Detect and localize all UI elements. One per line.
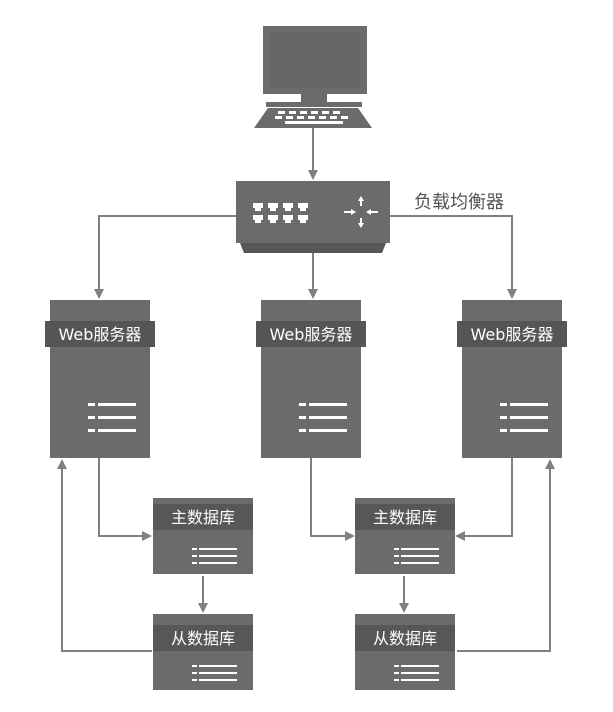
arrow-web-left-to-master-left <box>98 458 152 541</box>
load-balancer <box>236 181 390 253</box>
load-balancer-label: 负载均衡器 <box>414 192 504 213</box>
slave-database: 从数据库 <box>355 614 455 690</box>
arrow-slave-left-to-web-left <box>57 459 152 652</box>
list-icon <box>394 665 439 681</box>
list-icon <box>192 548 237 564</box>
computer-icon <box>254 26 372 128</box>
database-label: 主数据库 <box>373 508 437 527</box>
list-icon <box>394 548 439 564</box>
database-label: 从数据库 <box>373 629 437 648</box>
master-database: 主数据库 <box>153 498 253 574</box>
list-icon <box>299 403 347 432</box>
routing-arrows-icon <box>344 196 378 228</box>
web-server: Web服务器 <box>457 300 567 458</box>
arrow-slave-right-to-web-right <box>457 459 555 652</box>
web-server-label: Web服务器 <box>471 325 554 344</box>
web-server: Web服务器 <box>45 300 155 458</box>
master-database: 主数据库 <box>355 498 455 574</box>
list-icon <box>192 665 237 681</box>
web-server-label: Web服务器 <box>270 325 353 344</box>
arrow-balancer-to-web-left <box>94 215 236 299</box>
ethernet-ports-icon <box>253 203 308 223</box>
database-label: 主数据库 <box>171 508 235 527</box>
arrow-web-center-to-master-left <box>310 458 355 541</box>
list-icon <box>88 403 136 432</box>
arrow-web-right-to-master-right <box>455 458 513 541</box>
connectors <box>57 128 555 652</box>
web-server-label: Web服务器 <box>59 325 142 344</box>
web-server: Web服务器 <box>256 300 366 458</box>
arrow-balancer-to-web-right <box>390 215 517 299</box>
database-label: 从数据库 <box>171 629 235 648</box>
slave-database: 从数据库 <box>153 614 253 690</box>
list-icon <box>500 403 548 432</box>
